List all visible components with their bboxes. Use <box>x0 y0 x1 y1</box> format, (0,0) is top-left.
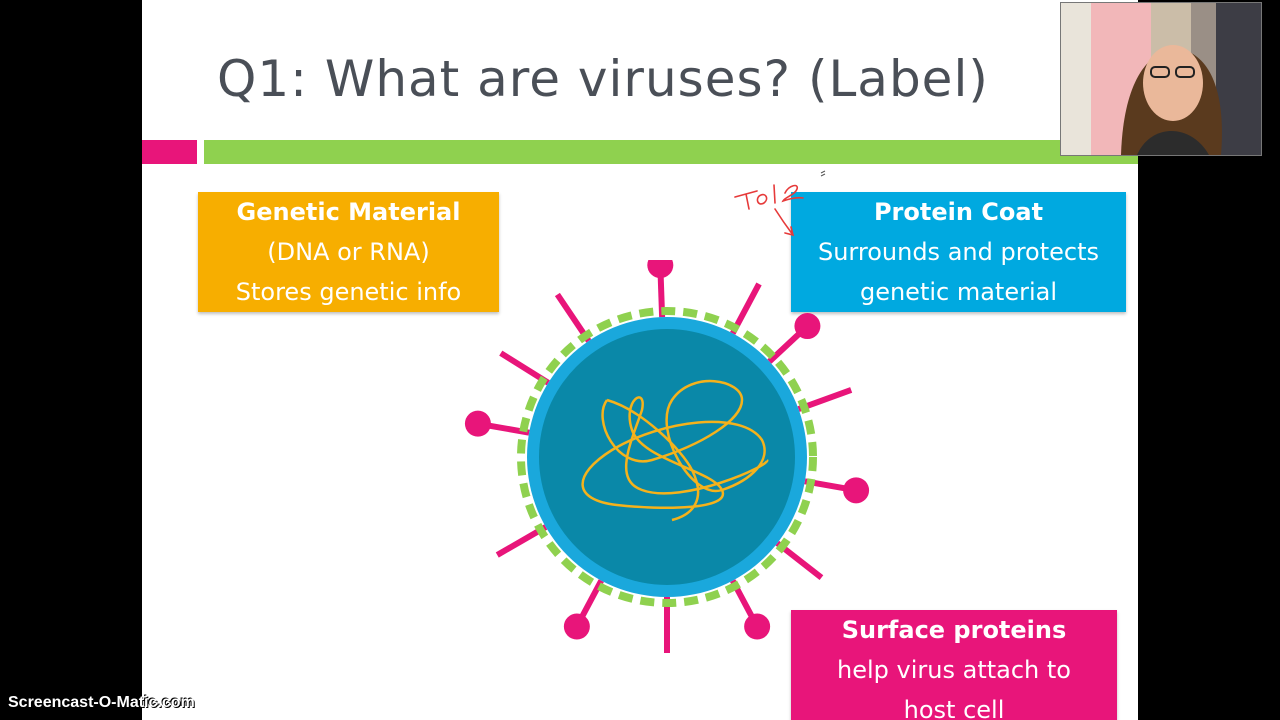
surface-protein-spike <box>582 581 602 618</box>
accent-bar-pink <box>142 140 197 164</box>
pen-annotation <box>727 165 837 255</box>
surface-protein-knob <box>564 614 590 640</box>
surface-protein-knob <box>647 260 673 278</box>
screencast-watermark: Screencast-O-Matic.com <box>8 694 195 712</box>
webcam-overlay <box>1060 2 1262 156</box>
presentation-slide: Q1: What are viruses? (Label) Genetic Ma… <box>142 0 1138 720</box>
accent-bar-green <box>204 140 1138 164</box>
protein-coat-title: Protein Coat <box>791 192 1126 232</box>
slide-title: Q1: What are viruses? (Label) <box>217 50 989 108</box>
surface-protein-knob <box>744 614 770 640</box>
surface-protein-knob <box>843 477 869 503</box>
surface-protein-spike <box>769 333 800 362</box>
virus-diagram <box>442 260 892 660</box>
surface-protein-knob <box>465 411 491 437</box>
surface-protein-knob <box>794 313 820 339</box>
surface-proteins-line2: host cell <box>791 690 1117 720</box>
virus-core <box>539 329 795 585</box>
genetic-material-title: Genetic Material <box>198 192 499 232</box>
